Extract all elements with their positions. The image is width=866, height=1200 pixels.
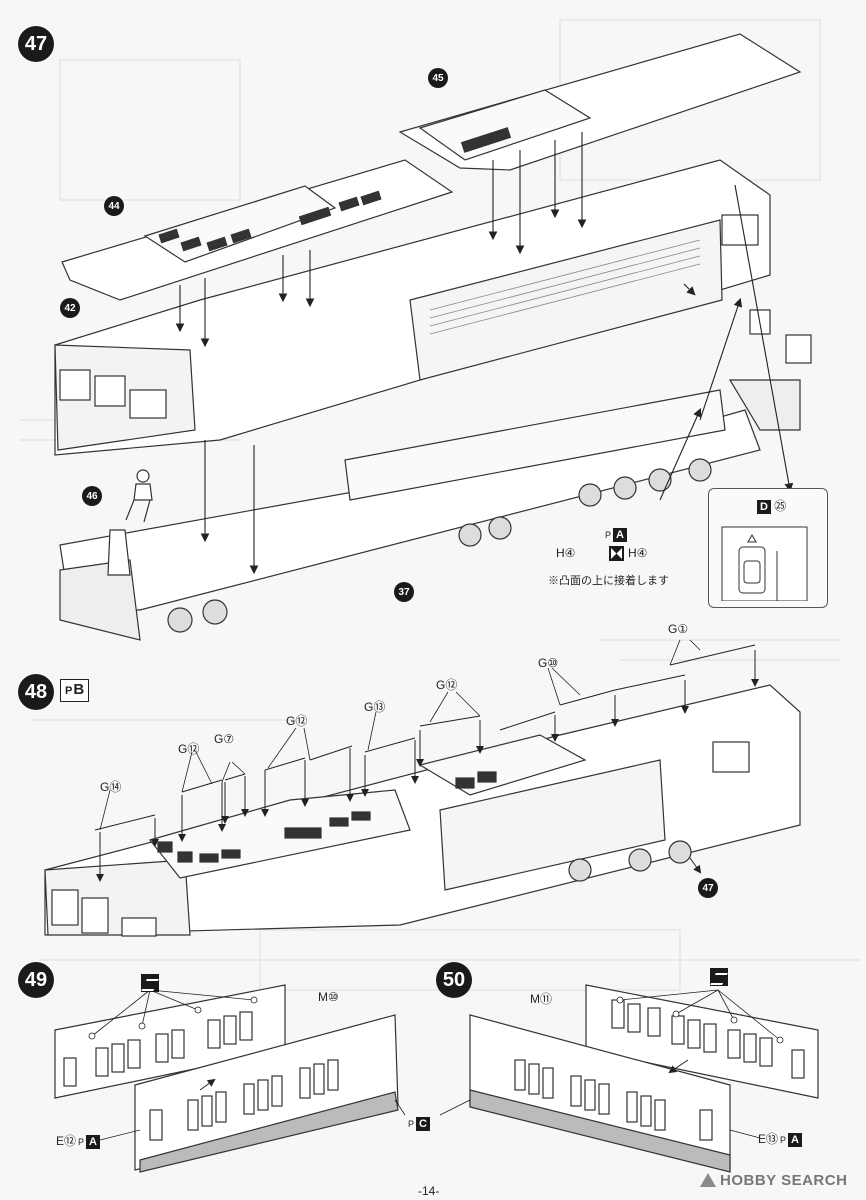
cement-logo-icon xyxy=(141,974,159,992)
part-label-g10: G⑩ xyxy=(538,656,559,670)
part-label-h4-left: H④ xyxy=(556,546,576,560)
part-label-g12-c: G⑫ xyxy=(178,742,200,756)
inset-label: D ㉕ xyxy=(755,497,786,514)
part-label-g12-a: G⑫ xyxy=(436,678,458,692)
part-callout-42: 42 xyxy=(60,298,80,318)
step-48-number: 48 xyxy=(18,674,54,710)
assembly-note: ※凸面の上に接着します xyxy=(548,575,669,587)
part-callout-45: 45 xyxy=(428,68,448,88)
step-49-number: 49 xyxy=(18,962,54,998)
part-label-g7: G⑦ xyxy=(214,732,235,746)
part-label-g1: G① xyxy=(668,622,689,636)
bow-tie-icon xyxy=(609,546,624,561)
part-callout-44: 44 xyxy=(104,196,124,216)
part-callout-47: 47 xyxy=(698,878,718,898)
part-label-g13: G⑬ xyxy=(364,700,386,714)
sprue-badge-b: PB xyxy=(60,679,90,702)
detail-inset: D ㉕ xyxy=(708,488,828,608)
part-label-h4-right: H④ xyxy=(628,546,648,560)
watermark: HOBBY SEARCH xyxy=(700,1172,847,1189)
step-50-number: 50 xyxy=(436,962,472,998)
part-label-m10: M⑩ xyxy=(318,990,339,1004)
part-label-g14: G⑭ xyxy=(100,780,122,794)
part-callout-37: 37 xyxy=(394,582,414,602)
part-label-m11: M⑪ xyxy=(530,992,552,1006)
inset-drawing xyxy=(721,526,808,601)
part-label-g12-b: G⑫ xyxy=(286,714,308,728)
page-number: -14- xyxy=(418,1184,440,1198)
part-callout-46: 46 xyxy=(82,486,102,506)
hobby-search-logo-icon xyxy=(700,1173,716,1187)
cement-logo-icon-2 xyxy=(710,968,728,986)
step-47-number: 47 xyxy=(18,26,54,62)
